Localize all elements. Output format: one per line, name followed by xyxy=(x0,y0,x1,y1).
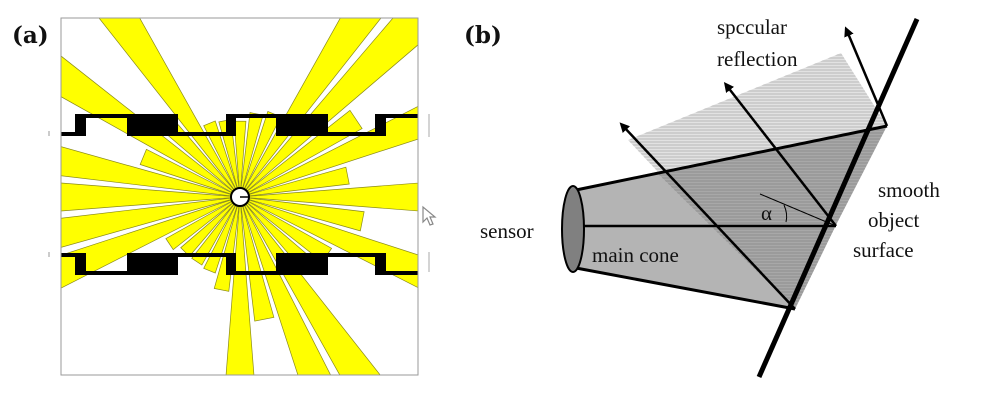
object-surface-line xyxy=(756,17,920,379)
sonar-beam-wedge xyxy=(239,112,264,198)
cone-bottom-edge xyxy=(575,266,796,311)
sensor-icon xyxy=(561,185,585,273)
sonar-beam-wedge xyxy=(239,196,381,375)
main-cone-label: main cone xyxy=(592,243,679,267)
sonar-beam-wedge xyxy=(239,196,418,289)
top-wall-block xyxy=(127,114,178,136)
bottom-wall-segment xyxy=(326,253,378,257)
sonar-beam-wedge xyxy=(239,166,350,198)
panel-a-frame xyxy=(60,17,419,376)
top-wall-segment xyxy=(176,132,228,136)
sensor-label: sensor xyxy=(480,219,534,243)
sonar-beam-wedge xyxy=(225,196,255,375)
bottom-wall-block xyxy=(127,253,178,275)
cone-top-edge xyxy=(575,124,888,192)
surface-label-line3: surface xyxy=(853,238,914,262)
sonar-beam-wedge xyxy=(165,196,241,251)
bottom-wall-segment xyxy=(61,253,78,257)
sonar-beam-wedge xyxy=(203,120,241,198)
sonar-beam-wedge xyxy=(239,196,275,322)
specular-label-line2: reflection xyxy=(717,47,798,71)
sonar-beam-wedge xyxy=(239,196,332,375)
corridor-walls xyxy=(61,114,418,275)
top-wall-segment xyxy=(61,132,78,136)
specular-label-line1: spccular xyxy=(717,15,787,39)
bottom-wall-post xyxy=(75,253,86,275)
top-wall-segment xyxy=(384,114,418,118)
panel-a-label: (a) xyxy=(12,22,49,49)
bottom-wall-post xyxy=(375,253,386,275)
sonar-beam-wedge xyxy=(213,196,241,292)
top-wall-block xyxy=(276,114,328,136)
reflected-ray-arrow xyxy=(619,122,796,310)
sonar-beam-wedge xyxy=(61,196,241,289)
alpha-label: α xyxy=(761,201,772,225)
main-cone-region xyxy=(576,172,795,309)
robot-icon xyxy=(230,187,250,207)
main-cone-reflected-overlap xyxy=(656,172,836,309)
sonar-beam-wedge xyxy=(218,119,241,198)
surface-label-line1: smooth xyxy=(878,178,940,202)
sonar-beam-wedge xyxy=(61,182,241,212)
reflected-ray-arrow xyxy=(844,26,889,127)
panel-a-corridor-sonar-diagram xyxy=(48,17,430,376)
bottom-wall-segment xyxy=(384,271,418,275)
sonar-beam-wedge xyxy=(139,148,241,198)
top-wall-segment xyxy=(84,114,129,118)
sonar-beam-wedge xyxy=(98,18,241,198)
reflected-ray-arrow xyxy=(723,82,837,227)
top-wall-post xyxy=(226,114,236,136)
top-wall-post xyxy=(75,114,86,136)
mouse-cursor-icon xyxy=(422,205,437,226)
sonar-beam-wedge xyxy=(191,196,241,266)
sonar-beam-wedge xyxy=(61,196,241,248)
surface-label-line2: object xyxy=(868,208,919,232)
bottom-wall-segment xyxy=(234,271,278,275)
bottom-wall-segment xyxy=(84,271,129,275)
sonar-beam-wedge xyxy=(239,182,418,212)
top-wall-segment xyxy=(326,132,378,136)
top-wall-segment xyxy=(234,114,278,118)
bottom-wall-segment xyxy=(176,253,228,257)
sonar-beam-wedge xyxy=(239,18,382,198)
alpha-angle-arc xyxy=(783,204,788,223)
top-wall-post xyxy=(375,114,386,136)
sonar-beam-wedge xyxy=(180,196,241,257)
sonar-beam-wedge xyxy=(233,120,247,198)
panel-b-label: (b) xyxy=(464,22,502,49)
sonar-beam-wedge xyxy=(239,196,365,232)
alpha-angle-line xyxy=(759,193,837,227)
sonar-beams xyxy=(61,18,418,375)
bottom-wall-post xyxy=(226,253,236,275)
bottom-wall-block xyxy=(276,253,328,275)
sonar-beam-wedge xyxy=(61,146,241,198)
specular-reflection-region xyxy=(628,53,887,173)
sonar-beam-wedge xyxy=(239,18,418,198)
